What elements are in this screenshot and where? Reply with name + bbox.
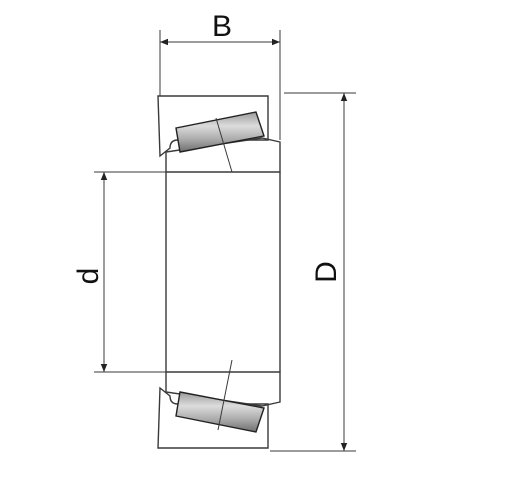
roller-top bbox=[175, 111, 265, 173]
roller-bottom bbox=[175, 359, 265, 433]
bore-outline bbox=[165, 172, 281, 372]
inner-ring-top bbox=[165, 137, 281, 173]
outer-diameter-label: D bbox=[310, 261, 343, 283]
bore-diameter-label: d bbox=[72, 268, 105, 285]
outer-ring-bottom bbox=[157, 386, 269, 449]
dimension-width: B bbox=[159, 10, 281, 140]
dimension-outer-diameter: D bbox=[270, 92, 356, 452]
inner-ring-bottom bbox=[165, 371, 281, 407]
dimension-bore-diameter: d bbox=[72, 171, 166, 373]
width-label: B bbox=[212, 10, 232, 43]
